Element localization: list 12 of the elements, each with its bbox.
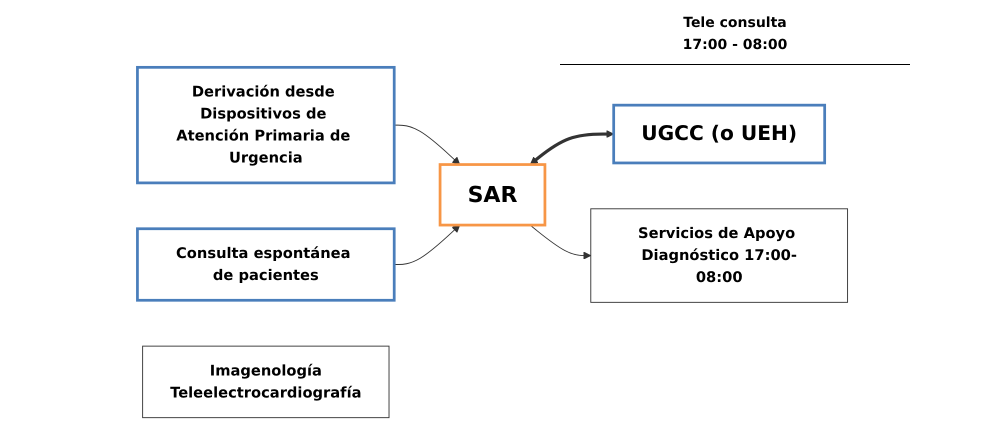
arrow (394, 124, 460, 165)
node-box: Consulta espontánea de pacientes (136, 227, 396, 302)
arrow (530, 224, 592, 260)
arrow (530, 130, 614, 165)
bracket-label: 17:00 - 08:00 (682, 36, 788, 55)
node-box: Servicios de Apoyo Diagnóstico 17:00-08:00 (590, 208, 848, 303)
node-box: Imagenología Teleelectrocardiografía (142, 346, 390, 418)
node-box: UGCC (o UEH) (612, 104, 826, 164)
arrow (394, 224, 460, 265)
bracket-label: Tele consulta (682, 14, 788, 33)
node-box: SAR (438, 163, 546, 226)
node-box: Derivación desde Dispositivos de Atención Primaria de Urgencia (136, 66, 396, 184)
